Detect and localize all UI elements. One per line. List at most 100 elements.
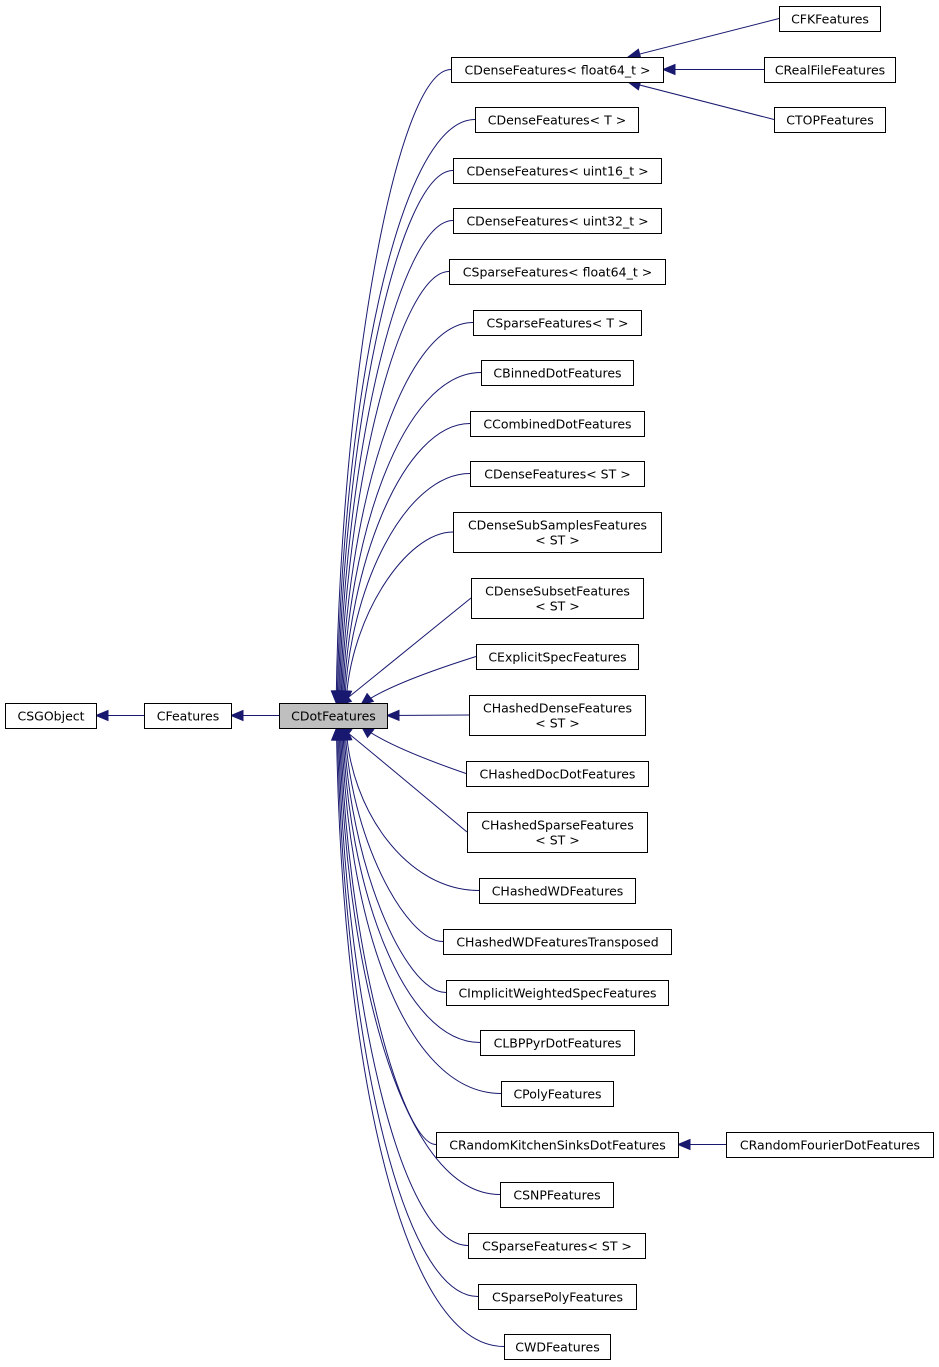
- edge-cpolyfeatures-to-cdotfeatures: [341, 727, 502, 1094]
- node-box-cdense-uint32: [453, 208, 662, 234]
- node-box-csparse-float64: [449, 259, 666, 285]
- node-label-chashedsparse-line2: < ST >: [535, 833, 579, 848]
- node-box-clbppyr: [480, 1030, 635, 1056]
- edge-clbppyr-to-cdotfeatures: [342, 727, 481, 1043]
- edge-ccombineddotfeatures-to-cdotfeatures: [343, 423, 471, 704]
- node-label-cdotfeatures: CDotFeatures: [291, 709, 376, 724]
- edge-csparse-float64-to-cdotfeatures: [339, 271, 450, 704]
- node-box-cdense-st: [470, 461, 645, 487]
- node-cdense-uint32[interactable]: CDenseFeatures< uint32_t >: [453, 208, 662, 234]
- node-cfkfeatures[interactable]: CFKFeatures: [779, 6, 881, 32]
- edge-crandomkitchensinks-to-cdotfeatures: [340, 727, 437, 1145]
- node-label-chashedwdtransposed: CHashedWDFeaturesTransposed: [456, 935, 658, 950]
- node-csparse-st[interactable]: CSparseFeatures< ST >: [468, 1233, 646, 1259]
- node-label-cfkfeatures: CFKFeatures: [791, 12, 869, 27]
- node-label-csparse-float64: CSparseFeatures< float64_t >: [463, 265, 652, 280]
- edges-layer: [94, 18, 780, 1347]
- node-box-csparsepoly: [478, 1284, 637, 1310]
- edge-chasheddense-to-cdotfeatures-arrowhead: [385, 709, 400, 722]
- node-cdense-st[interactable]: CDenseFeatures< ST >: [470, 461, 645, 487]
- node-csparsepoly[interactable]: CSparsePolyFeatures: [478, 1284, 637, 1310]
- node-label-ccombineddotfeatures: CCombinedDotFeatures: [483, 417, 631, 432]
- node-label-cbinneddotfeatures: CBinnedDotFeatures: [493, 366, 621, 381]
- node-label-crealfilefeatures: CRealFileFeatures: [775, 63, 885, 78]
- edge-cdense-uint32-to-cdotfeatures: [338, 220, 454, 704]
- node-label-crandomfourier: CRandomFourierDotFeatures: [740, 1138, 920, 1153]
- node-ccombineddotfeatures[interactable]: CCombinedDotFeatures: [470, 411, 645, 437]
- node-csparse-t[interactable]: CSparseFeatures< T >: [473, 310, 642, 336]
- node-chashedwdtransposed[interactable]: CHashedWDFeaturesTransposed: [443, 929, 672, 955]
- node-label-cdensesubset-line1: CDenseSubsetFeatures: [485, 584, 630, 599]
- node-box-chasheddense: [469, 695, 646, 736]
- node-box-cpolyfeatures: [501, 1081, 614, 1107]
- node-cdense-uint16[interactable]: CDenseFeatures< uint16_t >: [453, 158, 662, 184]
- node-box-cwdfeatures: [504, 1334, 611, 1360]
- node-cfeatures[interactable]: CFeatures: [144, 703, 232, 729]
- node-box-cdotfeatures: [279, 703, 388, 729]
- node-chashedwd[interactable]: CHashedWDFeatures: [479, 878, 636, 904]
- edge-cdense-st-to-cdotfeatures: [344, 473, 471, 704]
- node-ctopfeatures[interactable]: CTOPFeatures: [774, 107, 886, 133]
- node-label-csparsepoly: CSparsePolyFeatures: [492, 1290, 623, 1305]
- node-cdense-t[interactable]: CDenseFeatures< T >: [475, 107, 639, 133]
- edge-cbinneddotfeatures-to-cdotfeatures: [342, 372, 482, 704]
- node-cwdfeatures[interactable]: CWDFeatures: [504, 1334, 611, 1360]
- edge-cfkfeatures-to-cdense-float64: [627, 18, 780, 58]
- node-box-chasheddocdot: [466, 761, 649, 787]
- node-label-cdensesubsamples-line2: < ST >: [535, 533, 579, 548]
- edge-crandomfourier-to-crandomkitchensinks-arrowhead: [676, 1138, 691, 1151]
- node-cdense-float64[interactable]: CDenseFeatures< float64_t >: [451, 57, 664, 83]
- node-box-cdense-uint16: [453, 158, 662, 184]
- edge-crealfilefeatures-to-cdense-float64-arrowhead: [661, 63, 676, 76]
- edge-cdensesubset-to-cdotfeatures: [338, 597, 472, 706]
- node-cdensesubsamples[interactable]: CDenseSubSamplesFeatures< ST >: [453, 512, 662, 553]
- node-label-cdensesubsamples-line1: CDenseSubSamplesFeatures: [468, 518, 647, 533]
- node-label-csparse-t: CSparseFeatures< T >: [487, 316, 629, 331]
- edge-cwdfeatures-to-cdotfeatures-arrowhead: [330, 726, 343, 741]
- node-crandomfourier[interactable]: CRandomFourierDotFeatures: [726, 1132, 934, 1158]
- node-crandomkitchensinks[interactable]: CRandomKitchenSinksDotFeatures: [436, 1132, 679, 1158]
- node-label-chasheddense-line2: < ST >: [535, 716, 579, 731]
- edge-chashedwd-to-cdotfeatures: [345, 727, 480, 891]
- node-chasheddocdot[interactable]: CHashedDocDotFeatures: [466, 761, 649, 787]
- node-cdensesubset[interactable]: CDenseSubsetFeatures< ST >: [471, 578, 644, 619]
- node-crealfilefeatures[interactable]: CRealFileFeatures: [764, 57, 896, 83]
- edge-csnpfeatures-to-cdotfeatures: [339, 727, 501, 1195]
- node-label-chashedsparse-line1: CHashedSparseFeatures: [481, 818, 633, 833]
- node-box-cexplicitspec: [476, 644, 639, 670]
- edge-csparse-st-to-cdotfeatures: [338, 727, 469, 1246]
- node-clbppyr[interactable]: CLBPPyrDotFeatures: [480, 1030, 635, 1056]
- edge-chasheddocdot-to-cdotfeatures: [360, 725, 467, 774]
- node-label-cdense-float64: CDenseFeatures< float64_t >: [465, 63, 651, 78]
- edge-ctopfeatures-to-cdense-float64: [627, 81, 775, 120]
- edge-csparsepoly-to-cdotfeatures: [337, 727, 479, 1297]
- node-label-chasheddocdot: CHashedDocDotFeatures: [480, 767, 636, 782]
- node-box-crandomkitchensinks: [436, 1132, 679, 1158]
- node-label-cwdfeatures: CWDFeatures: [515, 1340, 599, 1355]
- node-csgobject[interactable]: CSGObject: [5, 703, 97, 729]
- node-label-cexplicitspec: CExplicitSpecFeatures: [488, 650, 626, 665]
- node-box-ctopfeatures: [774, 107, 886, 133]
- node-chashedsparse[interactable]: CHashedSparseFeatures< ST >: [467, 812, 648, 853]
- node-cpolyfeatures[interactable]: CPolyFeatures: [501, 1081, 614, 1107]
- node-box-csparse-st: [468, 1233, 646, 1259]
- node-chasheddense[interactable]: CHashedDenseFeatures< ST >: [469, 695, 646, 736]
- node-cimplicitweighted[interactable]: CImplicitWeightedSpecFeatures: [446, 980, 669, 1006]
- node-cdotfeatures[interactable]: CDotFeatures: [279, 703, 388, 729]
- node-box-chashedwdtransposed: [443, 929, 672, 955]
- node-box-csparse-t: [473, 310, 642, 336]
- node-cexplicitspec[interactable]: CExplicitSpecFeatures: [476, 644, 639, 670]
- node-label-crandomkitchensinks: CRandomKitchenSinksDotFeatures: [449, 1138, 665, 1153]
- node-cbinneddotfeatures[interactable]: CBinnedDotFeatures: [481, 360, 634, 386]
- node-csnpfeatures[interactable]: CSNPFeatures: [500, 1182, 614, 1208]
- node-box-cfkfeatures: [779, 6, 881, 32]
- node-box-crandomfourier: [726, 1132, 934, 1158]
- edge-cdense-float64-to-cdotfeatures: [335, 69, 452, 704]
- node-box-csnpfeatures: [500, 1182, 614, 1208]
- node-csparse-float64[interactable]: CSparseFeatures< float64_t >: [449, 259, 666, 285]
- node-label-cdense-uint16: CDenseFeatures< uint16_t >: [466, 164, 648, 179]
- nodes-layer: CSGObject CFeatures CDotFeatures CDenseFeat…: [5, 6, 934, 1360]
- node-box-cdensesubset: [471, 578, 644, 619]
- node-box-cdense-t: [475, 107, 639, 133]
